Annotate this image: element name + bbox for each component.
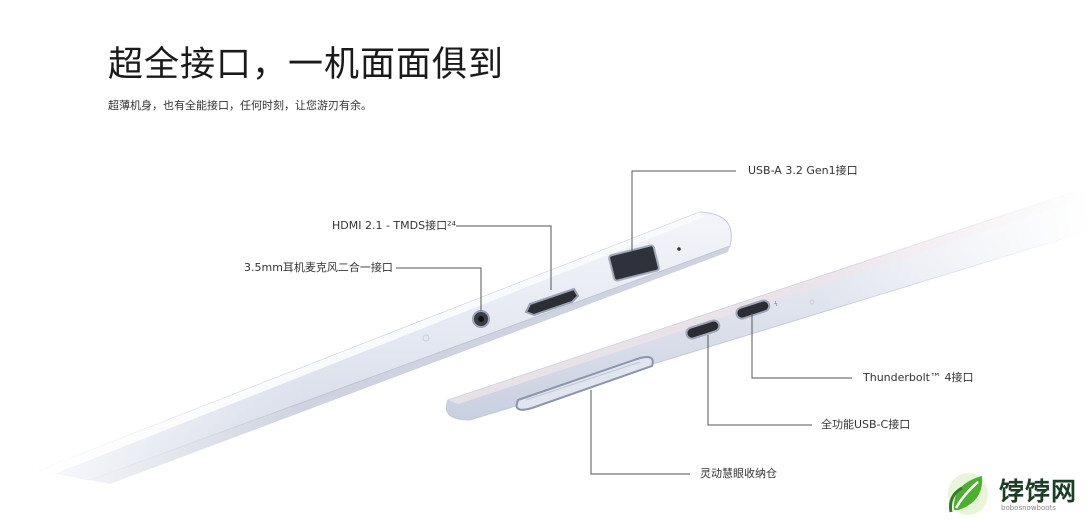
hdmi-leader: [456, 225, 552, 290]
leader-lines: [396, 170, 852, 475]
thunderbolt-label: Thunderbolt™ 4接口: [863, 371, 974, 384]
usb-c-label: 全功能USB-C接口: [821, 418, 911, 431]
usb-c-port: [685, 319, 721, 340]
usb-a-label: USB-A 3.2 Gen1接口: [748, 164, 858, 177]
usb-c-leader: [707, 335, 812, 426]
watermark-logo: 饽饽网 bobosnowboots: [942, 470, 1087, 518]
camera-tray-label: 灵动慧眼收纳仓: [700, 467, 777, 480]
camera-tray-leader: [590, 390, 690, 475]
page-title: 超全接口，一机面面俱到: [108, 45, 505, 85]
thunderbolt-port: [735, 299, 771, 320]
watermark-name: 饽饽网: [999, 477, 1078, 506]
camera-tray: [515, 356, 654, 411]
thunderbolt-leader: [751, 313, 852, 379]
audio-leader: [396, 267, 482, 311]
svg-text:ϟ: ϟ: [774, 301, 778, 308]
right-laptop: ϟ: [445, 180, 1091, 440]
leaf-icon: [948, 473, 988, 515]
watermark-domain: bobosnowboots: [1001, 504, 1056, 512]
audio-jack-label: 3.5mm耳机麦克风二合一接口: [244, 261, 393, 274]
usb-a-leader: [631, 170, 736, 251]
page-subtitle: 超薄机身，也有全能接口，任何时刻，让您游刃有余。: [108, 99, 372, 112]
hdmi-label: HDMI 2.1 - TMDS接口²⁴: [332, 219, 456, 232]
